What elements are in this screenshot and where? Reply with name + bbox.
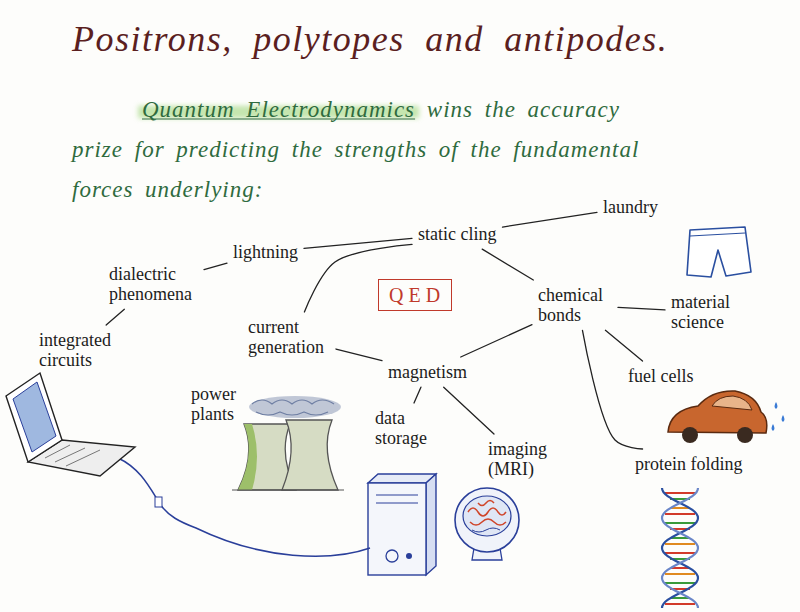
topic-node: fuel cells bbox=[625, 364, 696, 388]
topic-node: material science bbox=[668, 290, 746, 334]
connector-line bbox=[336, 349, 382, 361]
power-button bbox=[386, 550, 398, 562]
keyboard bbox=[45, 445, 100, 466]
head-outline bbox=[455, 488, 519, 552]
tower-top bbox=[368, 474, 436, 483]
dna-rung bbox=[665, 603, 695, 605]
connector-line bbox=[482, 249, 533, 280]
topic-node: laundry bbox=[600, 195, 661, 219]
node-text: laundry bbox=[603, 197, 658, 217]
intro-text: Quantum Electrodynamics wins the accurac… bbox=[72, 90, 682, 210]
node-text: static cling bbox=[418, 224, 496, 244]
connector-line bbox=[414, 387, 421, 403]
computer-tower bbox=[368, 474, 436, 575]
connector-line bbox=[502, 212, 597, 227]
laptop-icon bbox=[6, 373, 370, 556]
dna-rung bbox=[665, 573, 695, 575]
brain-scan-icon bbox=[455, 488, 519, 560]
car-wheel bbox=[682, 427, 698, 443]
dna-rung bbox=[665, 492, 695, 494]
power-plant bbox=[232, 396, 344, 490]
topic-node: dialectric phenomena bbox=[106, 262, 201, 306]
node-text: chemical bonds bbox=[538, 285, 612, 325]
laptop-lid bbox=[6, 373, 62, 462]
node-text: QED bbox=[389, 284, 445, 306]
topic-node: current generation bbox=[245, 315, 333, 359]
dna-rung bbox=[665, 543, 695, 545]
node-text: material science bbox=[671, 292, 743, 332]
dna-helix bbox=[662, 488, 698, 608]
car-window bbox=[712, 396, 752, 410]
node-text: imaging (MRI) bbox=[488, 439, 554, 479]
brain-folds bbox=[468, 501, 506, 526]
topic-node: data storage bbox=[372, 406, 434, 450]
connector-line bbox=[106, 309, 124, 325]
tower-shading bbox=[238, 424, 257, 490]
cable bbox=[118, 458, 370, 556]
car-wheel bbox=[737, 427, 753, 443]
drive-slot bbox=[376, 503, 418, 504]
tower-side bbox=[426, 474, 436, 575]
qed-box: QED bbox=[378, 279, 452, 311]
connector-line bbox=[204, 263, 227, 270]
brain-folds bbox=[472, 528, 500, 532]
dna-rung bbox=[665, 513, 695, 515]
water-drops bbox=[772, 402, 785, 431]
steam-scribble bbox=[252, 400, 334, 415]
cooling-tower bbox=[282, 420, 338, 490]
connector-line bbox=[605, 330, 642, 361]
connector-line bbox=[582, 330, 642, 449]
topic-node: integrated circuits bbox=[36, 328, 118, 372]
car-body bbox=[668, 391, 767, 433]
topic-node: protein folding bbox=[632, 452, 745, 476]
tower-front bbox=[368, 483, 426, 575]
steam-cloud bbox=[249, 396, 341, 418]
topic-node: power plants bbox=[188, 382, 246, 426]
drive-slot bbox=[376, 495, 418, 496]
shorts-icon bbox=[687, 227, 751, 277]
node-text: dialectric phenomena bbox=[109, 264, 198, 304]
power-led bbox=[406, 553, 412, 559]
topic-node: static cling bbox=[415, 222, 499, 246]
dna-rung bbox=[665, 582, 695, 584]
ground-line bbox=[232, 489, 344, 490]
topic-node: imaging (MRI) bbox=[485, 437, 557, 481]
node-text: integrated circuits bbox=[39, 330, 115, 370]
shorts-waistband bbox=[690, 233, 745, 236]
connector-line bbox=[618, 307, 665, 309]
node-text: fuel cells bbox=[628, 366, 693, 386]
shorts-outline bbox=[687, 227, 751, 277]
node-text: protein folding bbox=[635, 454, 742, 474]
dna-rung bbox=[665, 552, 695, 554]
node-text: magnetism bbox=[388, 362, 467, 382]
node-text: current generation bbox=[248, 317, 330, 357]
car-icon bbox=[668, 391, 785, 443]
dna-strand bbox=[662, 488, 698, 608]
connector-line bbox=[461, 325, 532, 357]
node-text: lightning bbox=[233, 242, 298, 262]
connector-line bbox=[444, 387, 494, 434]
title-text: Positrons, polytopes and antipodes. bbox=[72, 18, 668, 60]
topic-node: chemical bonds bbox=[535, 283, 615, 327]
connector-line bbox=[304, 238, 412, 248]
laptop-screen bbox=[13, 382, 56, 452]
brain-outline bbox=[463, 496, 511, 536]
cable-plug bbox=[155, 497, 162, 507]
node-text: data storage bbox=[375, 408, 431, 448]
dna-rung bbox=[665, 522, 695, 524]
dna-strand bbox=[662, 488, 698, 608]
topic-node: magnetism bbox=[385, 360, 470, 384]
node-text: power plants bbox=[191, 384, 243, 424]
topic-node: lightning bbox=[230, 240, 301, 264]
